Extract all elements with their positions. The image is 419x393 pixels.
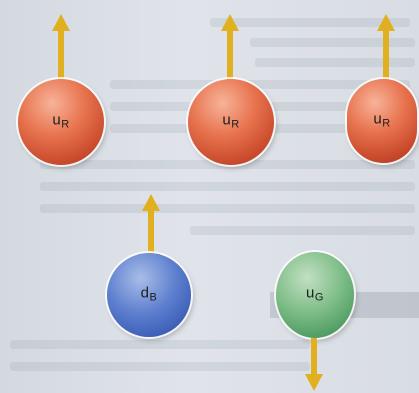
quark-u-green: uG [276,252,354,338]
spin-up-arrow-head [221,14,239,31]
spin-up-arrow-head [142,194,160,211]
background-text-line [40,204,415,213]
background-text-line [10,340,310,349]
background-text-line [190,226,415,235]
quark-u-red-1: uR [18,79,104,165]
spin-up-arrow-shaft [148,210,154,258]
spin-up-arrow-shaft [58,30,64,82]
background-text-line [40,182,415,191]
quark-label: uR [222,111,240,131]
quark-u-red-2: uR [188,79,274,165]
quark-u-red-3: uR [347,79,417,163]
background-text-line [210,18,410,27]
spin-up-arrow-shaft [227,30,233,82]
spin-up-arrow-shaft [383,30,389,82]
quark-label: uG [306,284,324,304]
quark-label: uR [52,111,70,131]
spin-up-arrow-head [377,14,395,31]
background-text-line [110,80,410,89]
spin-up-arrow-head [52,14,70,31]
background-text-line [10,362,310,371]
background-text-line [255,58,415,67]
background-text-line [250,38,415,47]
quark-label: uR [373,110,391,130]
spin-down-arrow-shaft [311,338,317,376]
quark-d-blue: dB [107,253,191,337]
spin-down-arrow-head [305,374,323,391]
quark-label: dB [140,284,158,304]
